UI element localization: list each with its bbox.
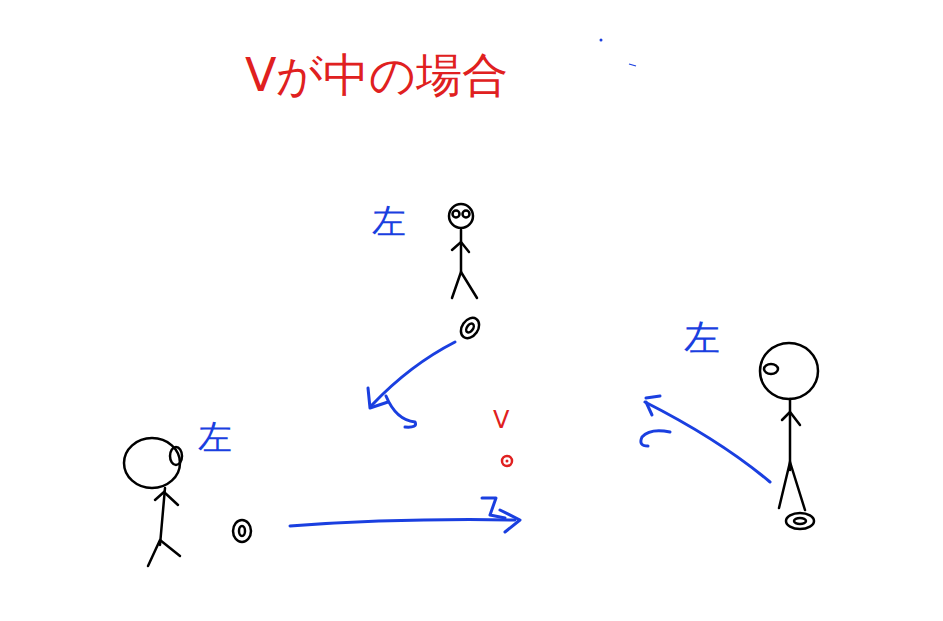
pass-arrows (290, 342, 770, 532)
player-label: 左 (372, 204, 406, 238)
diagram-title: Vが中の場合 (245, 52, 508, 98)
center-point (502, 456, 512, 466)
player-label: 左 (684, 320, 720, 356)
stick-figures (124, 204, 818, 566)
position-label: V (493, 408, 509, 432)
stray-marks (600, 39, 637, 67)
player-label: 左 (198, 420, 232, 454)
